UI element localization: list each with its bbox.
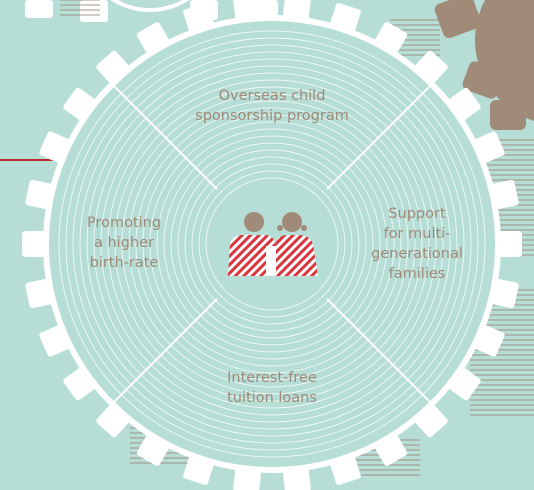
ring-line (170, 142, 374, 346)
ring-line (163, 135, 381, 353)
ring-line (184, 156, 360, 332)
segment-text-line: a higher (94, 235, 154, 251)
ring-line (72, 44, 472, 444)
ring-line (156, 128, 388, 360)
ring-line (128, 100, 416, 388)
ring-line (93, 65, 451, 423)
ring-line (58, 30, 486, 458)
segment-text-line: birth-rate (89, 255, 159, 271)
segment-text-line: families (388, 266, 446, 282)
ring-line (100, 72, 444, 416)
ring-line (177, 149, 367, 339)
segment-higher-birth-rate: Promoting a higher birth-rate (62, 213, 186, 273)
family-icon (228, 212, 318, 276)
ring-line (198, 170, 346, 318)
segment-multi-generational-families: Support for multi- generational families (353, 204, 481, 284)
segment-dividers (110, 82, 434, 406)
ring-line (149, 121, 395, 367)
segment-text-line: tuition loans (227, 390, 317, 406)
ring-line (79, 51, 465, 437)
ring-line (135, 107, 409, 381)
ring-line (86, 58, 458, 430)
segment-text-line: generational (371, 246, 463, 262)
ring-line (121, 93, 423, 395)
segment-text-line: Interest-free (227, 370, 317, 386)
ring-line (191, 163, 353, 325)
segment-overseas-child-sponsorship: Overseas child sponsorship program (172, 86, 372, 126)
corner-gear-brown (434, 0, 534, 130)
ring-line (142, 114, 402, 374)
ring-line (65, 37, 479, 451)
segment-text-line: Support (388, 206, 446, 222)
segment-interest-free-tuition-loans: Interest-free tuition loans (172, 368, 372, 408)
ring-line (114, 86, 430, 402)
segment-text-line: sponsorship program (195, 108, 349, 124)
wheel-outer-rim (43, 15, 501, 473)
segment-text-line: Promoting (86, 215, 162, 231)
ring-line (205, 177, 339, 311)
ring-line (107, 79, 437, 409)
segment-text-line: for multi- (383, 226, 451, 242)
segment-text-line: Overseas child (218, 88, 326, 104)
